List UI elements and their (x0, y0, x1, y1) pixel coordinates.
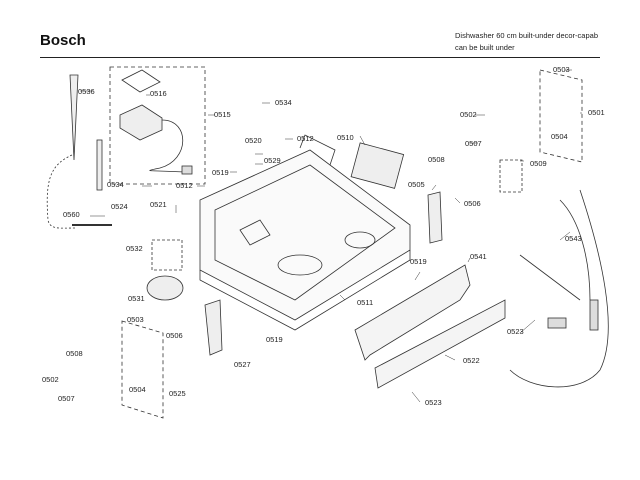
label-0543[interactable]: 0543 (565, 234, 582, 243)
label-0527[interactable]: 0527 (234, 360, 251, 369)
label-0522[interactable]: 0522 (463, 356, 480, 365)
label-0508-top[interactable]: 0508 (428, 155, 445, 164)
label-0523-right[interactable]: 0523 (507, 327, 524, 336)
label-0508-bottom[interactable]: 0508 (66, 349, 83, 358)
part-0541-panel (354, 264, 471, 361)
description-line-2: can be built under (455, 43, 515, 52)
label-0504-bottom[interactable]: 0504 (129, 385, 146, 394)
label-0515[interactable]: 0515 (214, 110, 231, 119)
label-0511[interactable]: 0511 (357, 298, 373, 307)
part-0536-pipe (46, 74, 103, 229)
tub-base (199, 134, 411, 331)
part-0510-module (350, 142, 405, 189)
description-line-1: Dishwasher 60 cm built-under decor-capab (455, 31, 598, 40)
label-0560[interactable]: 0560 (63, 210, 80, 219)
label-0523-bottom[interactable]: 0523 (425, 398, 442, 407)
group-box-0516 (109, 66, 206, 185)
label-0516[interactable]: 0516 (150, 89, 167, 98)
label-0525[interactable]: 0525 (169, 389, 186, 398)
label-0532[interactable]: 0532 (126, 244, 143, 253)
label-0512-left[interactable]: 0512 (176, 181, 193, 190)
part-0505-hinge (427, 191, 443, 244)
part-0531-disc (146, 275, 184, 301)
label-0510[interactable]: 0510 (337, 133, 354, 142)
part-0527-hinge (204, 299, 223, 356)
label-0519-top[interactable]: 0519 (212, 168, 229, 177)
leader-lines (80, 69, 582, 403)
group-box-0525 (121, 320, 164, 419)
label-0512-top[interactable]: 0512 (297, 134, 314, 143)
label-0536[interactable]: 0536 (78, 87, 95, 96)
label-0541[interactable]: 0541 (470, 252, 487, 261)
label-0520[interactable]: 0520 (245, 136, 262, 145)
label-0509[interactable]: 0509 (530, 159, 547, 168)
label-0503-top[interactable]: 0503 (553, 65, 570, 74)
header-divider (40, 57, 600, 58)
part-labels: 0536 0516 0515 0534 0512 0520 0529 0519 … (42, 65, 605, 407)
part-0522-panel (374, 299, 506, 389)
part-0516-junction-box (119, 69, 193, 175)
label-0501[interactable]: 0501 (588, 108, 605, 117)
label-0505[interactable]: 0505 (408, 180, 425, 189)
label-0534-left[interactable]: 0534 (107, 180, 124, 189)
label-0531[interactable]: 0531 (128, 294, 145, 303)
model-description: Dishwasher 60 cm built-under decor-capab… (455, 30, 598, 54)
group-box-0532 (151, 239, 183, 271)
label-0519-bottom[interactable]: 0519 (266, 335, 283, 344)
label-0507-bottom[interactable]: 0507 (58, 394, 75, 403)
label-0506-bottom[interactable]: 0506 (166, 331, 183, 340)
label-0507-top[interactable]: 0507 (465, 139, 482, 148)
group-box-0501 (539, 69, 583, 163)
label-0502-top[interactable]: 0502 (460, 110, 477, 119)
part-0543-harness (509, 189, 609, 388)
label-0534-top[interactable]: 0534 (275, 98, 292, 107)
label-0524[interactable]: 0524 (111, 202, 128, 211)
label-0503-bottom[interactable]: 0503 (127, 315, 144, 324)
label-0521[interactable]: 0521 (150, 200, 167, 209)
label-0502-bottom[interactable]: 0502 (42, 375, 59, 384)
brand-title: Bosch (40, 32, 86, 49)
group-box-0509 (499, 159, 523, 193)
label-0529[interactable]: 0529 (264, 156, 281, 165)
label-0506-top[interactable]: 0506 (464, 199, 481, 208)
label-0504-top[interactable]: 0504 (551, 132, 568, 141)
label-0519-mid[interactable]: 0519 (410, 257, 427, 266)
